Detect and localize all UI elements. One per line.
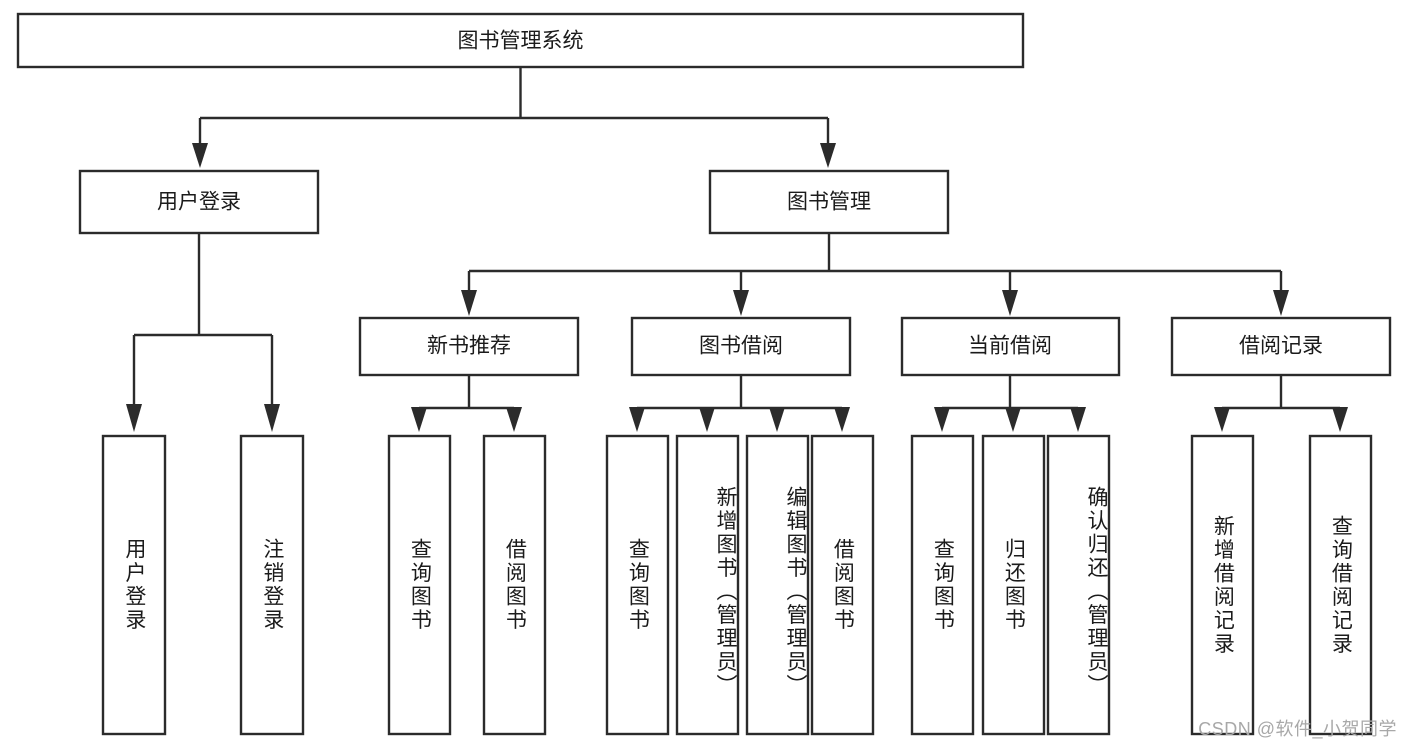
node-borrow-record[interactable]: 借阅记录	[1170, 316, 1392, 377]
current-borrow-label: 当前借阅	[968, 335, 1052, 358]
leaf-box-query-book-3[interactable]	[910, 434, 975, 736]
node-new-book-rec[interactable]: 新书推荐	[358, 316, 580, 377]
connector-new-book-rec-to-leaves	[411, 375, 522, 432]
arrow-to-leaf-query-book-2	[629, 407, 645, 432]
leaf-box-edit-book[interactable]	[745, 434, 810, 736]
leaf-box-query-record[interactable]	[1308, 434, 1373, 736]
connector-book-manage-to-level3	[461, 233, 1289, 316]
leaf-box-return-book[interactable]	[981, 434, 1046, 736]
node-book-borrow[interactable]: 图书借阅	[630, 316, 852, 377]
csdn-watermark: CSDN @软件_小贺同学	[1198, 719, 1397, 739]
leaf-box-logout[interactable]	[239, 434, 305, 736]
arrow-to-leaf-confirm-return	[1070, 407, 1086, 432]
borrow-record-label: 借阅记录	[1239, 335, 1323, 358]
leaf-box-confirm-return[interactable]	[1046, 434, 1111, 736]
node-current-borrow[interactable]: 当前借阅	[900, 316, 1121, 377]
leaf-boxes	[101, 434, 1373, 736]
arrow-to-leaf-query-record	[1332, 407, 1348, 432]
leaf-box-query-book-2[interactable]	[605, 434, 670, 736]
arrow-to-leaf-query-book-3	[934, 407, 950, 432]
arrow-to-leaf-add-record	[1214, 407, 1230, 432]
connector-borrow-record-to-leaves	[1214, 375, 1348, 432]
arrow-to-user-login	[192, 143, 208, 168]
arrow-to-new-book-rec	[461, 290, 477, 316]
user-login-box[interactable]	[78, 169, 320, 235]
arrow-to-leaf-borrow-book-2	[834, 407, 850, 432]
leaf-box-add-book[interactable]	[675, 434, 740, 736]
arrow-to-leaf-query-book-1	[411, 407, 427, 432]
leaf-box-query-book-1[interactable]	[387, 434, 452, 736]
arrow-to-book-borrow	[733, 290, 749, 316]
arrow-to-leaf-add-book	[699, 407, 715, 432]
leaf-box-borrow-book-2[interactable]	[810, 434, 875, 736]
arrow-to-leaf-borrow-book-1	[506, 407, 522, 432]
arrow-to-leaf-edit-book	[769, 407, 785, 432]
book-borrow-label: 图书借阅	[699, 335, 783, 358]
arrow-to-book-manage	[820, 143, 836, 168]
node-user-login[interactable]: 用户登录	[78, 169, 320, 235]
connector-user-login-to-leaves	[126, 233, 280, 432]
new-book-rec-label: 新书推荐	[427, 335, 511, 358]
connector-book-borrow-to-leaves	[629, 375, 850, 432]
node-root[interactable]: 图书管理系统	[16, 12, 1025, 69]
leaf-box-add-record[interactable]	[1190, 434, 1255, 736]
connector-root-to-level2	[192, 67, 836, 168]
user-login-label: 用户登录	[157, 191, 241, 214]
arrow-to-leaf-return-book	[1005, 407, 1021, 432]
book-manage-label: 图书管理	[787, 191, 871, 214]
leaf-box-user-login[interactable]	[101, 434, 167, 736]
leaf-box-borrow-book-1[interactable]	[482, 434, 547, 736]
new-book-rec-box[interactable]	[358, 316, 580, 377]
connector-current-borrow-to-leaves	[934, 375, 1086, 432]
node-book-manage[interactable]: 图书管理	[708, 169, 950, 235]
root-label: 图书管理系统	[458, 30, 584, 53]
current-borrow-box[interactable]	[900, 316, 1121, 377]
arrow-to-current-borrow	[1002, 290, 1018, 316]
arrow-to-borrow-record	[1273, 290, 1289, 316]
arrow-to-leaf-user-login	[126, 404, 142, 432]
arrow-to-leaf-logout	[264, 404, 280, 432]
root-box[interactable]	[16, 12, 1025, 69]
